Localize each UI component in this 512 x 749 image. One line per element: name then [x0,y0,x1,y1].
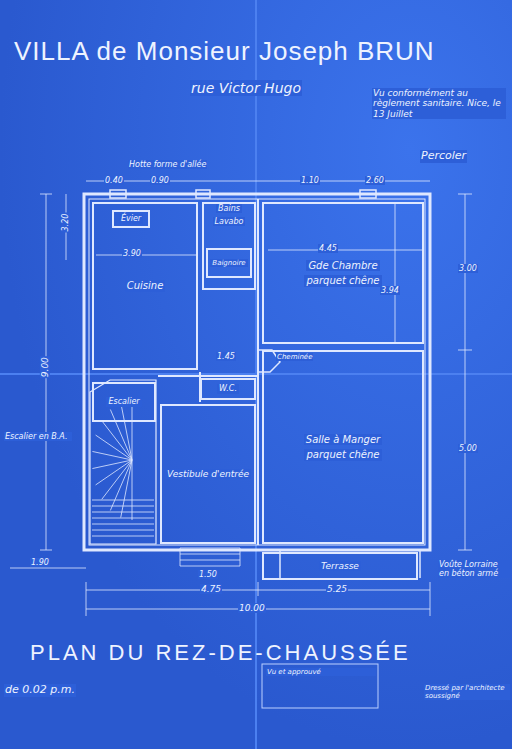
room-outline: Salle à Manger parquet chêne [262,350,424,544]
room-label: W.C. [217,384,239,393]
plan-annotation: 4.75 [200,584,222,594]
room-outline: Baignoire [206,248,252,278]
plan-annotation: 9.00 [40,356,50,378]
plan-annotation: 5.25 [326,584,348,594]
room-outline: Vestibule d'entrée [160,404,256,544]
plan-annotation: 3.20 [61,213,70,233]
room-label: Terrasse [319,561,361,571]
plan-caption: PLAN DU REZ-DE-CHAUSSÉE [30,640,411,666]
plan-annotation: 3.90 [122,249,142,258]
plan-annotation: 3.00 [458,264,478,273]
plan-annotation: Hotte forme d'allée [128,160,207,169]
plan-annotation: Cheminée [276,353,313,361]
plan-annotation: 1.90 [30,558,50,567]
room-label: Vestibule d'entrée [165,469,251,479]
plan-annotation: 3.94 [380,286,400,295]
room-outline: Escalier [92,382,156,422]
plan-annotation: de 0.02 p.m. [4,684,76,697]
plan-annotation: 1.10 [300,176,320,185]
plan-annotation: 10.00 [238,603,266,613]
plan-annotation: Vu conformément au règlement sanitaire. … [372,88,506,119]
plan-annotation: Percoler [420,150,467,163]
room-label: Salle à Manger [304,434,382,446]
room-label: Escalier [106,397,141,406]
fold-line [0,373,512,375]
room-label: parquet chêne [304,449,381,461]
room-outline: Évier [112,210,150,228]
walls [84,190,430,578]
plan-annotation: 2.60 [365,176,385,185]
room-label: Baignoire [210,259,247,267]
plan-annotation: 1.45 [216,352,236,361]
approval-stamp [262,664,378,708]
room-outline: BainsLavaboBaignoire [202,202,256,290]
plan-title: VILLA de Monsieur Joseph BRUN [14,36,435,67]
plan-annotation: Escalier en B.A. [4,432,72,441]
room-outline: Gde Chambre parquet chêne [262,202,424,344]
dimension-lines [10,181,472,616]
plan-annotation: 0.90 [150,176,170,185]
room-label: Lavabo [213,217,246,226]
room-outline: Cuisine Évier [92,202,198,370]
plan-annotation: 5.00 [458,444,478,453]
plan-annotation: Voûte Lorraine en béton armé [438,560,510,578]
room-label: Cuisine [125,280,166,292]
room-outline: W.C. [200,378,256,400]
plan-annotation: 1.50 [198,570,218,579]
room-outline: Terrasse [262,552,418,580]
plan-annotation: 0.40 [104,176,124,185]
room-label: Bains [216,204,242,213]
plan-annotation: 4.45 [318,244,338,253]
room-label: Évier [119,214,143,223]
plan-annotation: Dressé par l'architecte soussigné [424,684,510,700]
steps [180,548,240,566]
room-label: Gde Chambre [306,260,379,272]
room-label: parquet chêne [304,275,381,287]
plan-annotation: Vu et approuvé [266,668,376,676]
plan-annotation: rue Victor Hugo [190,80,302,96]
